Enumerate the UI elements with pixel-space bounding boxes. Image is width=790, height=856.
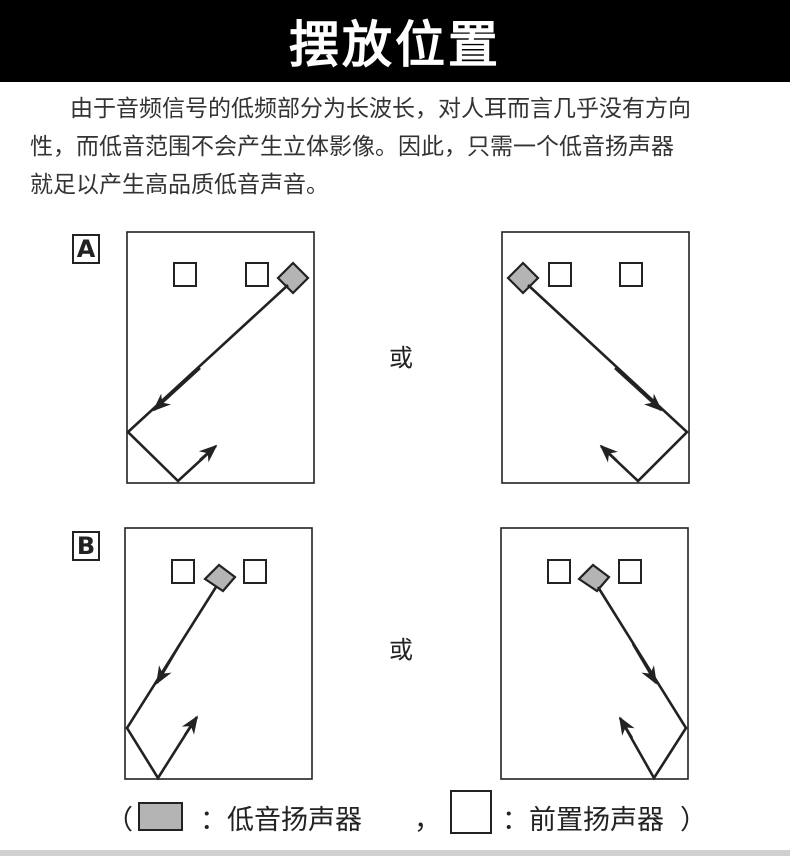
room-outline [501, 231, 690, 484]
intro-paragraph: 由于音频信号的低频部分为长波长，对人耳而言几乎没有方向 性，而低音范围不会产生立… [30, 90, 762, 204]
sound-path [126, 284, 289, 483]
front-speaker-left [173, 262, 197, 287]
intro-line-2: 性，而低音范围不会产生立体影像。因此，只需一个低音扬声器 [30, 134, 674, 160]
room-a1 [126, 231, 315, 484]
front-speaker-left [548, 262, 572, 287]
room-a2 [501, 231, 690, 484]
bottom-divider [0, 850, 790, 856]
legend-separator: ， [414, 805, 441, 836]
page-title: 摆放位置 [289, 16, 501, 74]
room-outline [126, 231, 315, 484]
room-b1 [124, 527, 313, 781]
legend-close-paren: ） [680, 805, 707, 836]
subwoofer [276, 261, 310, 295]
room-b2 [500, 527, 689, 781]
sound-path [596, 586, 688, 781]
front-speaker-swatch [450, 790, 492, 834]
room-outline [500, 527, 689, 780]
legend-open-paren: （ [106, 805, 133, 836]
subwoofer [577, 563, 611, 593]
legend: （ ：低音扬声器 ， ：前置扬声器 ） [0, 790, 790, 842]
title-banner: 摆放位置 [0, 0, 790, 82]
sound-arrow [198, 444, 218, 463]
sound-arrow [618, 716, 635, 739]
front-speaker-left [171, 559, 195, 584]
front-speaker-right [245, 262, 269, 287]
sound-path [527, 284, 689, 483]
front-speaker-right [243, 559, 267, 584]
sound-arrow [614, 367, 663, 412]
row-b-label: B [72, 531, 100, 561]
sound-arrow [181, 715, 199, 736]
legend-front-label: ：前置扬声器 [502, 805, 664, 836]
sound-arrow [599, 444, 618, 463]
room-outline [124, 527, 313, 780]
or-label-b: 或 [389, 636, 413, 664]
legend-subwoofer-label: ：低音扬声器 [200, 805, 362, 836]
row-a-label: A [72, 234, 100, 264]
intro-line-1: 由于音频信号的低频部分为长波长，对人耳而言几乎没有方向 [70, 96, 691, 122]
front-speaker-right [618, 559, 642, 584]
intro-line-3: 就足以产生高品质低音声音。 [30, 172, 329, 198]
subwoofer [506, 261, 540, 295]
sound-arrow [631, 643, 658, 685]
subwoofer [203, 563, 237, 593]
front-speaker-right [619, 262, 643, 287]
front-speaker-left [547, 559, 571, 584]
sound-arrow [155, 643, 182, 685]
subwoofer-swatch [138, 802, 183, 831]
sound-path [125, 586, 218, 781]
or-label-a: 或 [389, 344, 413, 372]
sound-arrow [152, 367, 201, 412]
